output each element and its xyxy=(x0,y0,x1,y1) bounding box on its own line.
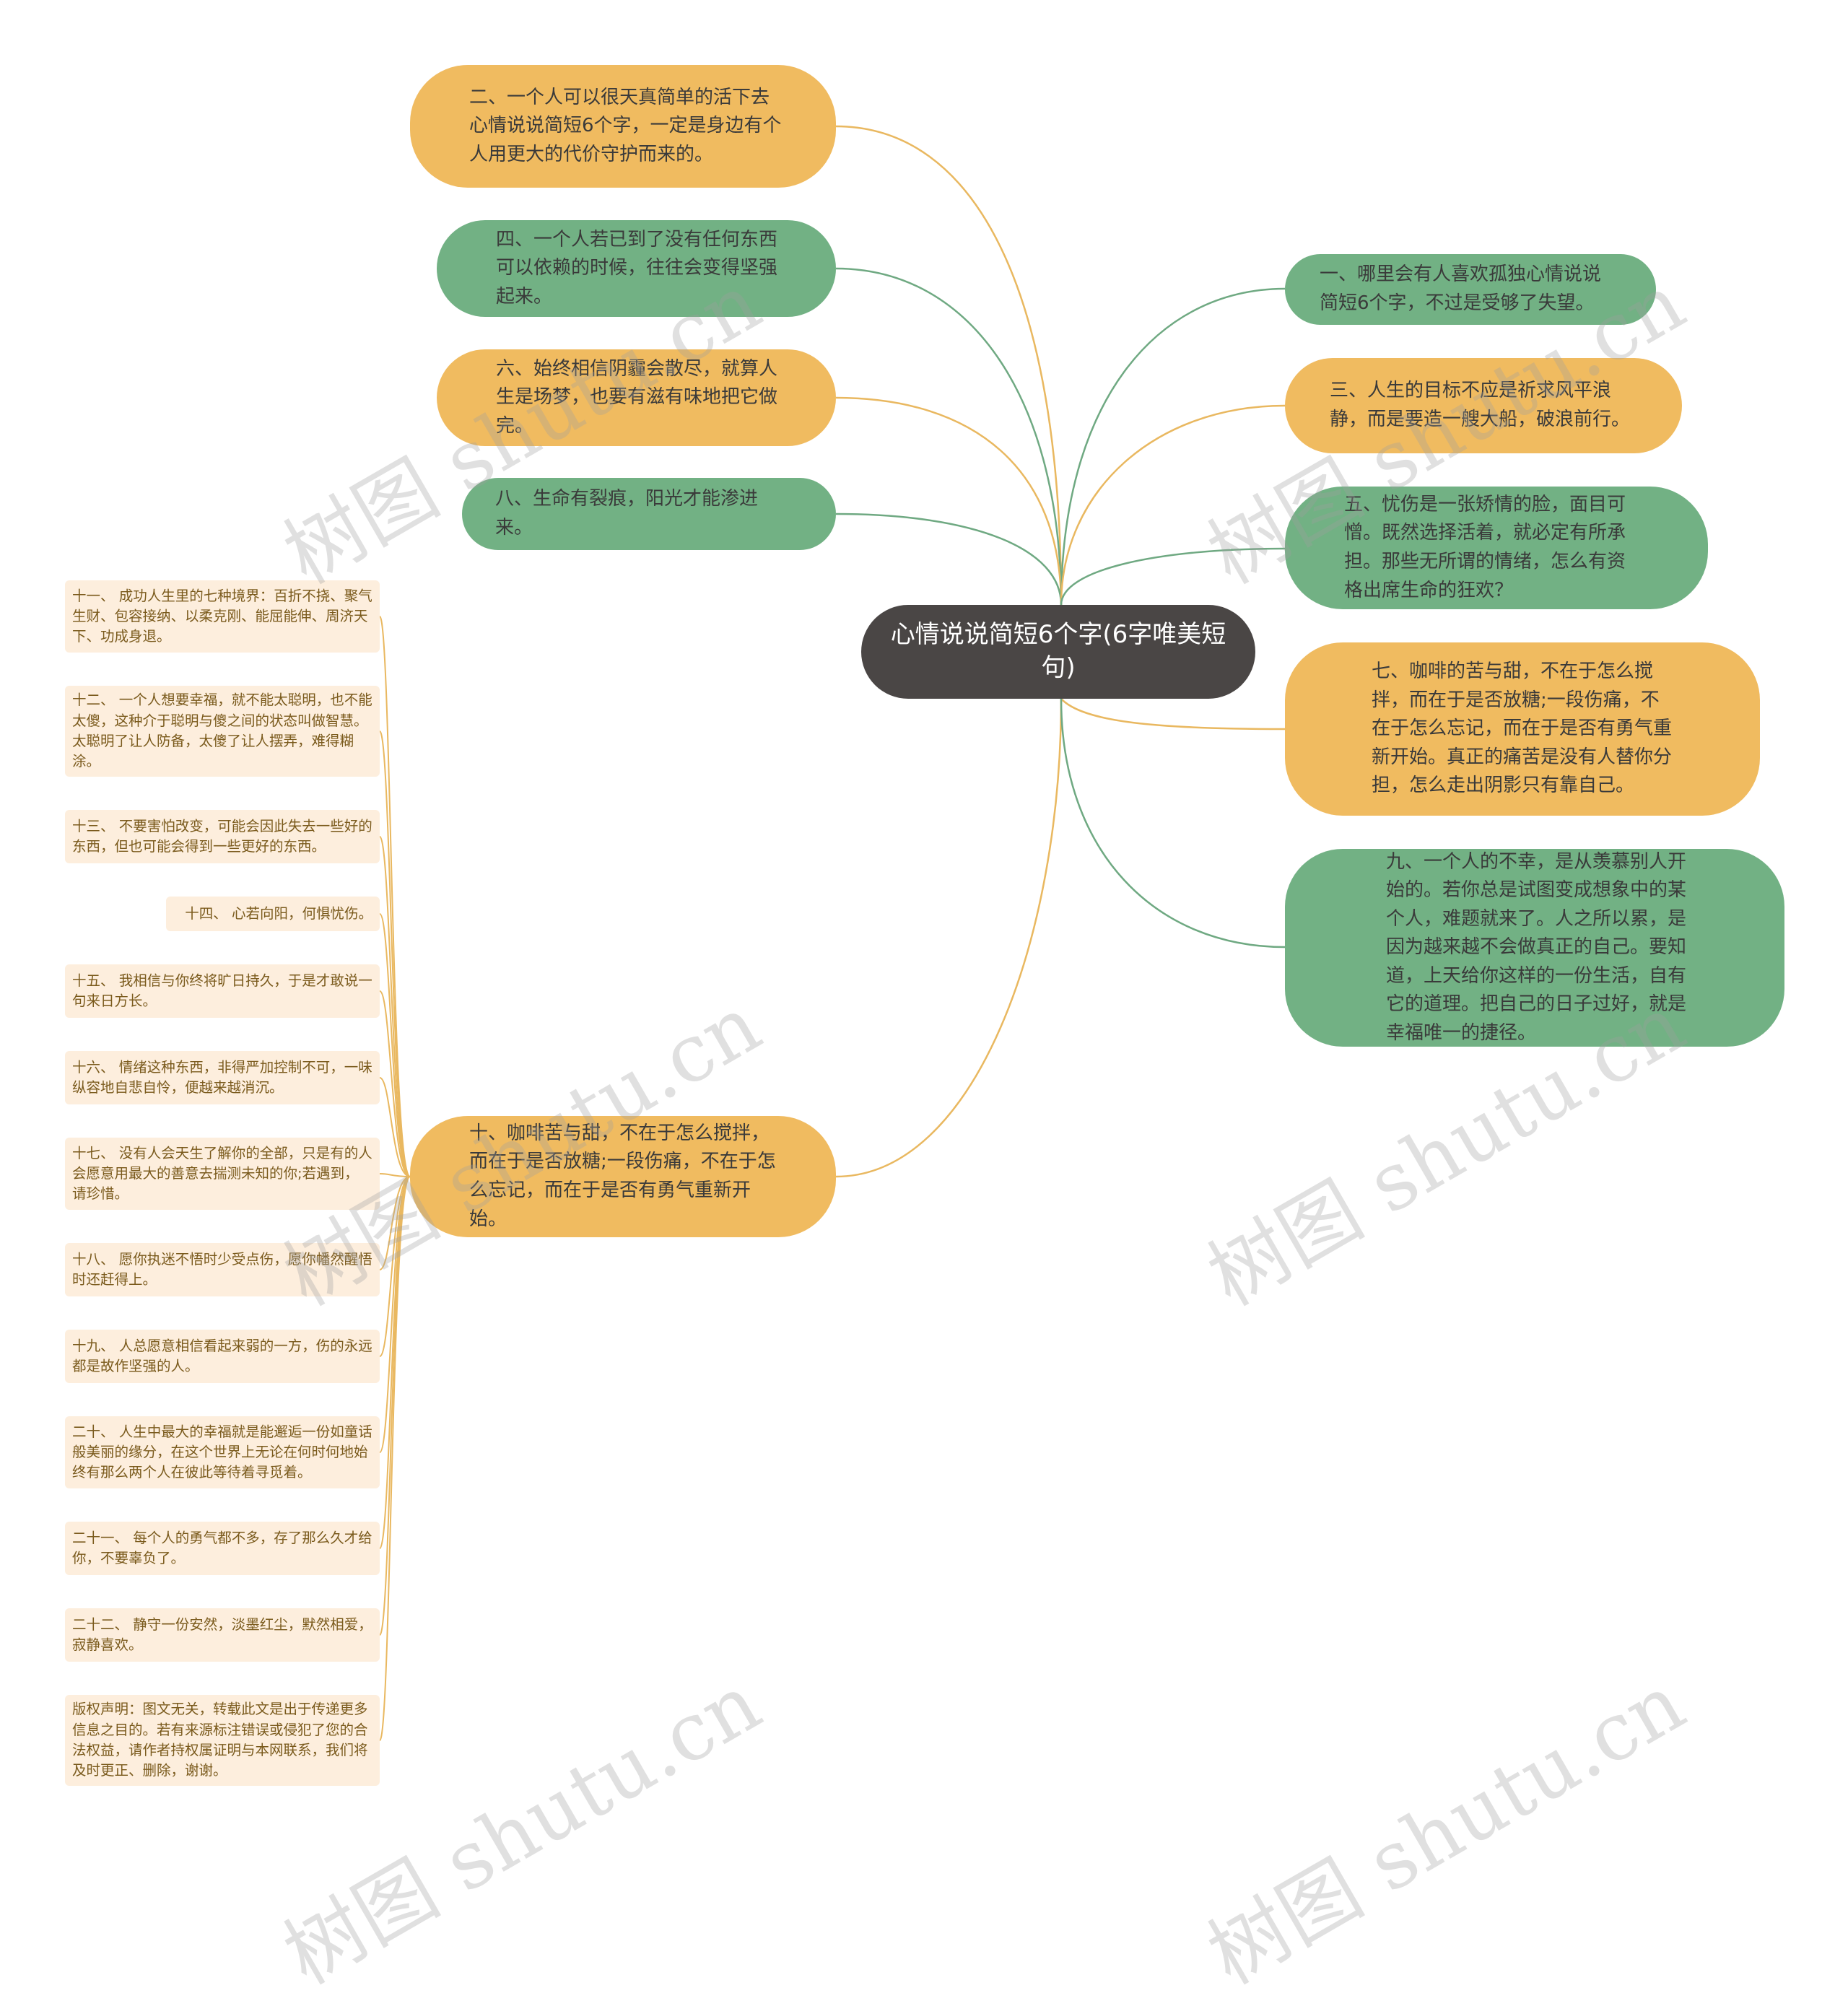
leaf-item-19[interactable]: 十九、 人总愿意相信看起来弱的一方，伤的永远都是故作坚强的人。 xyxy=(65,1330,380,1383)
branch-node-7[interactable]: 七、咖啡的苦与甜，不在于怎么搅拌，而在于是否放糖;一段伤痛，不在于怎么忘记，而在… xyxy=(1285,642,1760,816)
link-root-b3 xyxy=(1060,404,1286,606)
link-root-b6 xyxy=(835,396,1063,606)
connector-lines xyxy=(379,125,1286,1741)
link-root-b9 xyxy=(1060,698,1286,949)
branch-node-7-text: 七、咖啡的苦与甜，不在于怎么搅拌，而在于是否放糖;一段伤痛，不在于怎么忘记，而在… xyxy=(1372,660,1673,797)
branch-node-4-text: 四、一个人若已到了没有任何东西可以依赖的时候，往往会变得坚强起来。 xyxy=(496,228,778,308)
leaf-item-12[interactable]: 十二、 一个人想要幸福，就不能太聪明，也不能太傻，这种介于聪明与傻之间的状态叫做… xyxy=(65,686,380,777)
link-leaf-5 xyxy=(379,990,411,1177)
link-leaf-7 xyxy=(379,1173,411,1177)
link-root-b2 xyxy=(835,125,1063,606)
leaf-item-14[interactable]: 十四、 心若向阳，何惧忧伤。 xyxy=(166,897,380,931)
link-leaf-6 xyxy=(379,1077,411,1177)
leaf-item-20[interactable]: 二十、 人生中最大的幸福就是能邂逅一份如童话般美丽的缘分，在这个世界上无论在何时… xyxy=(65,1416,380,1488)
leaf-item-15-text: 十五、 我相信与你终将旷日持久，于是才敢说一句来日方长。 xyxy=(72,972,372,1009)
leaf-item-18-text: 十八、 愿你执迷不悟时少受点伤，愿你幡然醒悟时还赶得上。 xyxy=(72,1250,372,1288)
leaf-item-13[interactable]: 十三、 不要害怕改变，可能会因此失去一些好的东西，但也可能会得到一些更好的东西。 xyxy=(65,810,380,863)
branch-node-5-text: 五、忧伤是一张矫情的脸，面目可憎。既然选择活着，就必定有所承担。那些无所谓的情绪… xyxy=(1344,493,1626,601)
branch-node-3-text: 三、人生的目标不应是祈求风平浪静，而是要造一艘大船，破浪前行。 xyxy=(1330,380,1631,430)
link-root-b1 xyxy=(1060,287,1286,606)
link-root-b10 xyxy=(835,698,1063,1178)
leaf-item-19-text: 十九、 人总愿意相信看起来弱的一方，伤的永远都是故作坚强的人。 xyxy=(72,1337,372,1374)
link-leaf-2 xyxy=(379,731,411,1177)
leaf-item-12-text: 十二、 一个人想要幸福，就不能太聪明，也不能太傻，这种介于聪明与傻之间的状态叫做… xyxy=(72,692,372,770)
link-leaf-4 xyxy=(379,913,411,1177)
link-leaf-8 xyxy=(379,1176,411,1270)
branch-node-9[interactable]: 九、一个人的不幸，是从羡慕别人开始的。若你总是试图变成想象中的某个人，难题就来了… xyxy=(1285,849,1784,1047)
link-root-b5 xyxy=(1060,547,1286,606)
link-leaf-13 xyxy=(379,1176,411,1741)
link-root-b4 xyxy=(835,267,1063,606)
branch-node-1-text: 一、哪里会有人喜欢孤独心情说说简短6个字，不过是受够了失望。 xyxy=(1320,263,1602,314)
branch-node-4[interactable]: 四、一个人若已到了没有任何东西可以依赖的时候，往往会变得坚强起来。 xyxy=(437,220,836,317)
link-leaf-1 xyxy=(379,616,411,1177)
leaf-item-11[interactable]: 十一、 成功人生里的七种境界：百折不挠、聚气生财、包容接纳、以柔克刚、能屈能伸、… xyxy=(65,580,380,653)
branch-node-10-text: 十、咖啡苦与甜，不在于怎么搅拌，而在于是否放糖;一段伤痛，不在于怎么忘记，而在于… xyxy=(469,1122,776,1230)
branch-node-10[interactable]: 十、咖啡苦与甜，不在于怎么搅拌，而在于是否放糖;一段伤痛，不在于怎么忘记，而在于… xyxy=(410,1116,836,1237)
link-leaf-9 xyxy=(379,1176,411,1357)
link-root-b8 xyxy=(835,513,1063,606)
root-topic[interactable]: 心情说说简短6个字(6字唯美短句) xyxy=(861,605,1255,699)
root-topic-text: 心情说说简短6个字(6字唯美短句) xyxy=(890,620,1226,682)
link-leaf-11 xyxy=(379,1176,411,1549)
link-leaf-10 xyxy=(379,1176,411,1453)
leaf-item-14-text: 十四、 心若向阳，何惧忧伤。 xyxy=(185,904,372,922)
branch-node-6-text: 六、始终相信阴霾会散尽，就算人生是场梦，也要有滋有味地把它做完。 xyxy=(496,357,778,437)
branch-node-9-text: 九、一个人的不幸，是从羡慕别人开始的。若你总是试图变成想象中的某个人，难题就来了… xyxy=(1386,850,1687,1044)
branch-node-8-text: 八、生命有裂痕，阳光才能渗进来。 xyxy=(495,488,759,538)
leaf-item-17[interactable]: 十七、 没有人会天生了解你的全部，只是有的人会愿意用最大的善意去揣测未知的你;若… xyxy=(65,1138,380,1210)
leaf-item-copyright[interactable]: 版权声明：图文无关，转载此文是出于传递更多信息之目的。若有来源标注错误或侵犯了您… xyxy=(65,1695,380,1786)
leaf-item-21-text: 二十一、 每个人的勇气都不多，存了那么久才给你，不要辜负了。 xyxy=(72,1529,372,1566)
branch-node-6[interactable]: 六、始终相信阴霾会散尽，就算人生是场梦，也要有滋有味地把它做完。 xyxy=(437,349,836,446)
leaf-item-13-text: 十三、 不要害怕改变，可能会因此失去一些好的东西，但也可能会得到一些更好的东西。 xyxy=(72,817,372,855)
leaf-item-22[interactable]: 二十二、 静守一份安然，淡墨红尘，默然相爱，寂静喜欢。 xyxy=(65,1608,380,1662)
leaf-item-21[interactable]: 二十一、 每个人的勇气都不多，存了那么久才给你，不要辜负了。 xyxy=(65,1522,380,1575)
leaf-item-17-text: 十七、 没有人会天生了解你的全部，只是有的人会愿意用最大的善意去揣测未知的你;若… xyxy=(72,1144,372,1203)
branch-node-2[interactable]: 二、一个人可以很天真简单的活下去心情说说简短6个字，一定是身边有个人用更大的代价… xyxy=(410,65,836,188)
leaf-item-16-text: 十六、 情绪这种东西，非得严加控制不可，一味纵容地自悲自怜，便越来越消沉。 xyxy=(72,1058,372,1096)
branch-node-3[interactable]: 三、人生的目标不应是祈求风平浪静，而是要造一艘大船，破浪前行。 xyxy=(1285,358,1682,453)
leaf-item-15[interactable]: 十五、 我相信与你终将旷日持久，于是才敢说一句来日方长。 xyxy=(65,964,380,1018)
leaf-item-18[interactable]: 十八、 愿你执迷不悟时少受点伤，愿你幡然醒悟时还赶得上。 xyxy=(65,1243,380,1296)
link-root-b7 xyxy=(1060,698,1286,731)
leaf-item-11-text: 十一、 成功人生里的七种境界：百折不挠、聚气生财、包容接纳、以柔克刚、能屈能伸、… xyxy=(72,587,372,645)
branch-node-5[interactable]: 五、忧伤是一张矫情的脸，面目可憎。既然选择活着，就必定有所承担。那些无所谓的情绪… xyxy=(1285,487,1708,609)
leaf-item-22-text: 二十二、 静守一份安然，淡墨红尘，默然相爱，寂静喜欢。 xyxy=(72,1615,372,1653)
link-leaf-3 xyxy=(379,836,411,1177)
leaf-connector-lines xyxy=(379,616,411,1741)
branch-node-2-text: 二、一个人可以很天真简单的活下去心情说说简短6个字，一定是身边有个人用更大的代价… xyxy=(469,86,782,165)
leaf-item-16[interactable]: 十六、 情绪这种东西，非得严加控制不可，一味纵容地自悲自怜，便越来越消沉。 xyxy=(65,1051,380,1104)
leaf-item-20-text: 二十、 人生中最大的幸福就是能邂逅一份如童话般美丽的缘分，在这个世界上无论在何时… xyxy=(72,1423,372,1481)
branch-node-1[interactable]: 一、哪里会有人喜欢孤独心情说说简短6个字，不过是受够了失望。 xyxy=(1285,254,1656,325)
link-leaf-12 xyxy=(379,1176,411,1636)
branch-node-8[interactable]: 八、生命有裂痕，阳光才能渗进来。 xyxy=(462,478,836,550)
leaf-item-copyright-text: 版权声明：图文无关，转载此文是出于传递更多信息之目的。若有来源标注错误或侵犯了您… xyxy=(72,1701,368,1779)
